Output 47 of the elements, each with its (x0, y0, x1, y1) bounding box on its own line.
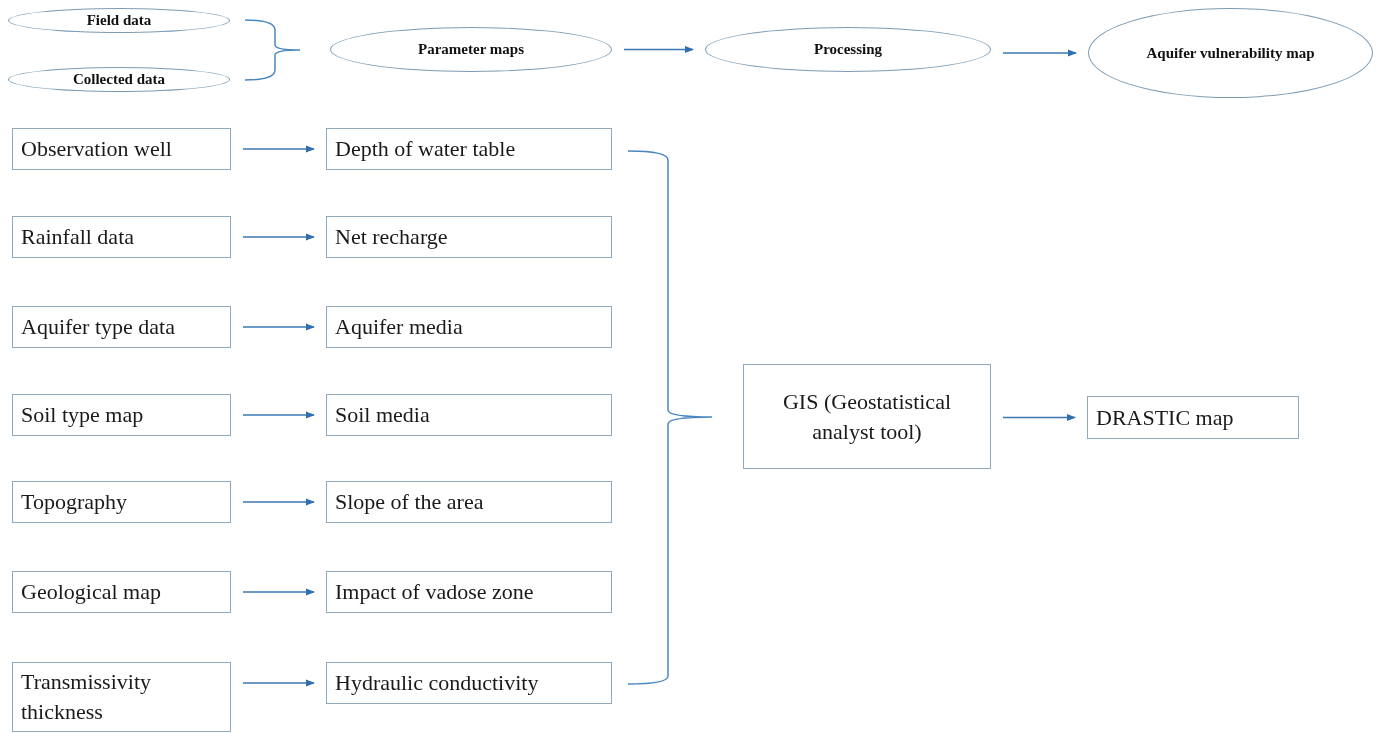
process-box (326, 481, 612, 523)
node-label: Soil media (335, 401, 430, 430)
node-label: Aquifer type data (21, 313, 175, 342)
node-label: Observation well (21, 135, 172, 164)
process-box (12, 216, 231, 258)
node-label: DRASTIC map (1096, 403, 1234, 432)
node-label: Net recharge (335, 223, 448, 252)
node-label: Impact of vadose zone (335, 578, 534, 607)
process-box (743, 364, 991, 469)
arrow (242, 233, 315, 241)
process-box (12, 128, 231, 170)
node-label: Aquifer media (335, 313, 463, 342)
process-box (12, 571, 231, 613)
node-label: Rainfall data (21, 223, 134, 252)
process-box (12, 481, 231, 523)
arrow (242, 588, 315, 596)
process-box (12, 306, 231, 348)
node-label: Soil type map (21, 401, 144, 430)
arrow (242, 498, 315, 506)
arrow (1002, 49, 1077, 57)
process-box (326, 128, 612, 170)
arrow (242, 679, 315, 687)
arrow (242, 411, 315, 419)
node-label: Field data (86, 11, 152, 30)
process-box (326, 662, 612, 704)
process-box (326, 571, 612, 613)
node-label: Slope of the area (335, 488, 484, 517)
process-box (12, 394, 231, 436)
node-label: Geological map (21, 578, 161, 607)
node-label: Parameter maps (418, 40, 524, 59)
node-label: Depth of water table (335, 135, 516, 164)
node-label: Topography (21, 488, 127, 517)
node-label: GIS (Geostatistical analyst tool) (782, 387, 952, 446)
process-box (12, 662, 231, 732)
process-box (326, 306, 612, 348)
node-label: Collected data (72, 70, 166, 89)
process-box (326, 394, 612, 436)
arrow (242, 145, 315, 153)
node-label: Aquifer vulnerability map (1146, 43, 1315, 63)
node-label: Hydraulic conductivity (335, 669, 539, 698)
process-box (326, 216, 612, 258)
process-box (1087, 396, 1299, 439)
arrow (242, 323, 315, 331)
arrow (623, 45, 694, 54)
arrow (1002, 413, 1076, 422)
node-label: Processing (813, 40, 883, 59)
node-label: Transmissivity thickness (21, 668, 152, 726)
